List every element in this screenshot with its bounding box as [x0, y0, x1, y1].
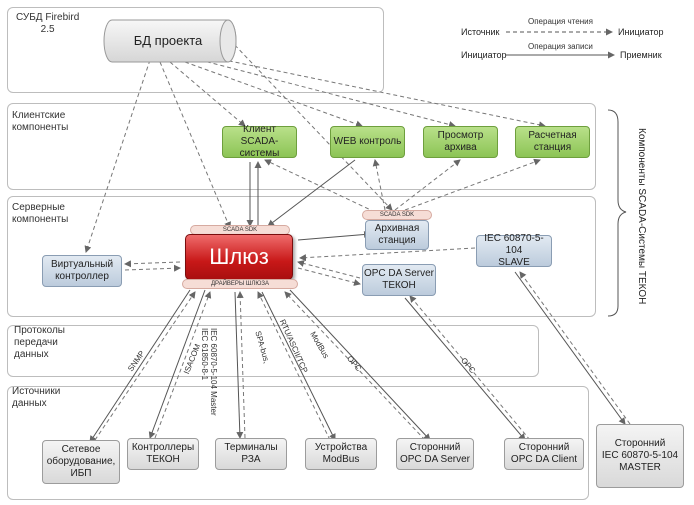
sources-layer-label: Источники данных [12, 386, 61, 409]
legend-read-source: Источник [461, 27, 500, 37]
client-layer-label: Клиентские компоненты [12, 110, 69, 133]
source-third-party-opc-client: Сторонний OPC DA Client [504, 438, 584, 470]
source-iec-master: Сторонний IEC 60870-5-104 MASTER [596, 424, 684, 488]
legend-write-initiator: Инициатор [461, 50, 507, 60]
source-third-party-opc-server: Сторонний OPC DA Server [396, 438, 474, 470]
client-web-control: WEB контроль [330, 126, 405, 158]
source-tekon-controllers: Контроллеры ТЕКОН [127, 438, 199, 470]
source-modbus-devices: Устройства ModBus [305, 438, 377, 470]
legend-write-receiver: Приемник [620, 50, 662, 60]
archive-sdk-bar: SCADA SDK [362, 210, 432, 220]
gateway-drivers-bar: ДРАЙВЕРЫ ШЛЮЗА [182, 279, 298, 289]
virtual-controller: Виртуальный контроллер [42, 255, 122, 287]
protocol-iec-master: IEC 60870-5-104 Master IEC 61850-8-1 [200, 328, 218, 416]
source-network-equipment: Сетевое оборудование, ИБП [42, 440, 120, 484]
client-calc-station: Расчетная станция [515, 126, 590, 158]
iec-slave: IEC 60870-5-104 SLAVE [476, 233, 552, 268]
gateway-node: Шлюз [185, 234, 293, 280]
legend-write-op: Операция записи [528, 42, 593, 51]
project-db: БД проекта [133, 33, 203, 48]
protocol-layer-label: Протоколы передачи данных [14, 325, 65, 360]
legend-read-op: Операция чтения [528, 17, 593, 26]
opc-da-server-tekon: OPC DA Server ТЕКОН [362, 264, 436, 296]
dbms-label: СУБД Firebird 2.5 [16, 12, 80, 35]
server-layer-label: Серверные компоненты [12, 202, 69, 225]
legend-read-initiator: Инициатор [618, 27, 664, 37]
client-archive-view: Просмотр архива [423, 126, 498, 158]
client-scada: Клиент SCADA- системы [222, 124, 297, 159]
source-rza-terminals: Терминалы РЗА [215, 438, 287, 470]
archive-station: Архивная станция [365, 220, 429, 250]
